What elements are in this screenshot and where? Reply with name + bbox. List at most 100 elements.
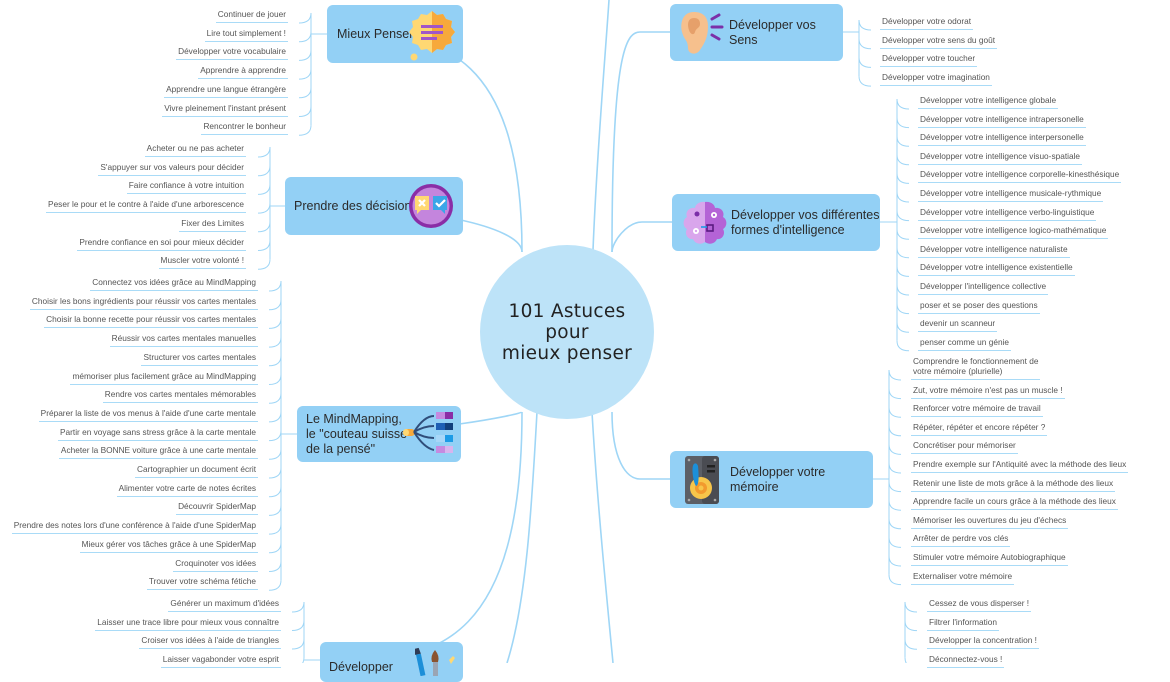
connector-line bbox=[298, 87, 312, 99]
leaf-mieux_penser-item[interactable]: Rencontrer le bonheur bbox=[201, 121, 288, 136]
leaf-intelligence-item[interactable]: Développer votre intelligence visuo-spat… bbox=[918, 151, 1083, 165]
connector-line bbox=[888, 518, 902, 530]
leaf-mindmapping-item[interactable]: Choisir la bonne recette pour réussir vo… bbox=[44, 314, 258, 329]
leaf-decisions-item[interactable]: Fixer des Limites bbox=[179, 218, 246, 232]
leaf-creativite-item[interactable]: Générer un maximum d'idées bbox=[168, 598, 281, 612]
leaf-decisions-item[interactable]: S'appuyer sur vos valeurs pour décider bbox=[98, 162, 246, 176]
leaf-concentration-item[interactable]: Déconnectez-vous ! bbox=[927, 654, 1005, 668]
leaf-memoire-item[interactable]: Stimuler votre mémoire Autobiographique bbox=[911, 552, 1068, 566]
topic-developper-intelligence[interactable]: Développer vos différentes formes d'inte… bbox=[672, 194, 880, 251]
topic-developper-memoire[interactable]: Développer votre mémoire bbox=[670, 451, 873, 508]
leaf-concentration-item[interactable]: Cessez de vous disperser ! bbox=[927, 598, 1032, 612]
leaf-concentration-item[interactable]: Filtrer l'information bbox=[927, 617, 999, 631]
topic-mieux-penser[interactable]: Mieux Penser bbox=[327, 5, 463, 63]
connector-line bbox=[257, 259, 271, 270]
leaf-mindmapping-item[interactable]: Trouver votre schéma fétiche bbox=[146, 576, 258, 591]
leaf-memoire-item[interactable]: Mémoriser les ouvertures du jeu d'échecs bbox=[911, 515, 1069, 529]
connector-line bbox=[896, 210, 910, 222]
connector-line bbox=[896, 284, 910, 296]
connector-line bbox=[268, 280, 282, 292]
leaf-sens-item[interactable]: Développer votre sens du goût bbox=[880, 35, 998, 49]
leaf-intelligence-item[interactable]: Développer votre intelligence verbo-ling… bbox=[918, 207, 1097, 221]
leaf-mindmapping-item[interactable]: Partir en voyage sans stress grâce à la … bbox=[58, 427, 258, 441]
connector-line bbox=[291, 638, 305, 650]
paint-brushes-icon bbox=[415, 647, 455, 676]
leaf-mindmapping-item[interactable]: Découvrir SpiderMap bbox=[176, 501, 258, 516]
leaf-mindmapping-item[interactable]: Prendre des notes lors d'une conférence … bbox=[11, 520, 258, 535]
leaf-sens-item[interactable]: Développer votre imagination bbox=[880, 72, 992, 87]
leaf-sens-item[interactable]: Développer votre odorat bbox=[880, 16, 974, 30]
leaf-creativite-item[interactable]: Laisser une trace libre pour mieux vous … bbox=[95, 617, 281, 631]
leaf-creativite-item[interactable]: Laisser vagabonder votre esprit bbox=[160, 654, 281, 668]
leaf-intelligence-item[interactable]: Développer votre intelligence naturalist… bbox=[918, 244, 1070, 258]
connector-line bbox=[268, 467, 282, 479]
leaf-mindmapping-item[interactable]: Alimenter votre carte de notes écrites bbox=[116, 483, 258, 497]
leaf-memoire-item[interactable]: Apprendre facile un cours grâce à la mét… bbox=[911, 496, 1118, 511]
connector-line bbox=[268, 542, 282, 554]
leaf-intelligence-item[interactable]: Développer l'intelligence collective bbox=[918, 281, 1049, 295]
leaf-intelligence-item[interactable]: devenir un scanneur bbox=[918, 318, 998, 333]
leaf-sens-item[interactable]: Développer votre toucher bbox=[880, 53, 978, 68]
leaf-intelligence-item[interactable]: Développer votre intelligence musicale-r… bbox=[918, 188, 1104, 202]
mindmap-canvas: 101 Astuces pour mieux penser Mieux Pens… bbox=[11, 0, 1129, 682]
leaf-memoire-item[interactable]: Retenir une liste de mots grâce à la mét… bbox=[911, 478, 1116, 492]
hard-drive-icon bbox=[685, 456, 719, 504]
thought-bubble-icon bbox=[409, 11, 455, 61]
leaf-mindmapping-item[interactable]: Croquinoter vos idées bbox=[173, 558, 258, 572]
connector-line bbox=[298, 69, 312, 80]
leaf-memoire-item[interactable]: Zut, votre mémoire n'est pas un muscle ! bbox=[911, 385, 1065, 399]
leaf-mieux_penser-item[interactable]: Développer votre vocabulaire bbox=[176, 46, 288, 61]
leaf-intelligence-item[interactable]: Développer votre intelligence logico-mat… bbox=[918, 225, 1109, 240]
connector-line bbox=[888, 537, 902, 548]
leaf-concentration-item[interactable]: Développer la concentration ! bbox=[927, 635, 1039, 650]
topic-label: Développer vos différentes formes d'inte… bbox=[731, 207, 880, 237]
leaf-mieux_penser-item[interactable]: Lire tout simplement ! bbox=[204, 28, 288, 42]
leaf-mindmapping-item[interactable]: Structurer vos cartes mentales bbox=[141, 352, 258, 366]
leaf-memoire-item[interactable]: Arrêter de perdre vos clés bbox=[911, 533, 1011, 548]
topic-label: Développer bbox=[329, 660, 393, 674]
leaf-mieux_penser-item[interactable]: Apprendre à apprendre bbox=[198, 65, 288, 80]
connector-line bbox=[592, 0, 610, 251]
leaf-mindmapping-item[interactable]: Réussir vos cartes mentales manuelles bbox=[109, 333, 258, 348]
leaf-mindmapping-item[interactable]: Choisir les bons ingrédients pour réussi… bbox=[29, 296, 258, 310]
leaf-creativite-item[interactable]: Croiser vos idées à l'aide de triangles bbox=[139, 635, 281, 649]
connector-line bbox=[302, 657, 305, 663]
leaf-mindmapping-item[interactable]: Cartographier un document écrit bbox=[135, 464, 258, 478]
leaf-mindmapping-item[interactable]: mémoriser plus facilement grâce au MindM… bbox=[70, 371, 258, 385]
topic-developper-creativite[interactable]: Développer bbox=[320, 642, 463, 682]
leaf-decisions-item[interactable]: Faire confiance à votre intuition bbox=[126, 180, 246, 195]
leaf-memoire-item[interactable]: Renforcer votre mémoire de travail bbox=[911, 403, 1043, 418]
topic-mindmapping[interactable]: Le MindMapping, le "couteau suisse de la… bbox=[297, 406, 461, 462]
central-topic[interactable]: 101 Astuces pour mieux penser bbox=[480, 245, 654, 419]
connector-line bbox=[268, 355, 282, 367]
leaf-memoire-item[interactable]: Répéter, répéter et encore répéter ? bbox=[911, 422, 1048, 436]
leaf-intelligence-item[interactable]: Développer votre intelligence intraperso… bbox=[918, 114, 1086, 128]
leaf-decisions-item[interactable]: Prendre confiance en soi pour mieux déci… bbox=[77, 237, 246, 251]
connector-line bbox=[257, 165, 271, 177]
leaf-mieux_penser-item[interactable]: Apprendre une langue étrangère bbox=[164, 84, 288, 98]
leaf-mieux_penser-item[interactable]: Vivre pleinement l'instant présent bbox=[162, 103, 288, 117]
leaf-mindmapping-item[interactable]: Acheter la BONNE voiture grâce à une car… bbox=[58, 445, 258, 460]
connector-line bbox=[268, 430, 282, 442]
leaf-intelligence-item[interactable]: Développer votre intelligence existentie… bbox=[918, 262, 1075, 277]
leaf-memoire-item[interactable]: Externaliser votre mémoire bbox=[911, 571, 1015, 585]
leaf-intelligence-item[interactable]: penser comme un génie bbox=[918, 337, 1012, 351]
leaf-mindmapping-item[interactable]: Rendre vos cartes mentales mémorables bbox=[102, 389, 258, 404]
topic-prendre-decisions[interactable]: Prendre des décisions bbox=[285, 177, 463, 235]
leaf-decisions-item[interactable]: Muscler votre volonté ! bbox=[158, 255, 246, 270]
topic-developper-sens[interactable]: Développer vos Sens bbox=[670, 4, 843, 61]
leaf-memoire-item[interactable]: Prendre exemple sur l'Antiquité avec la … bbox=[911, 459, 1129, 473]
leaf-decisions-item[interactable]: Peser le pour et le contre à l'aide d'un… bbox=[46, 199, 246, 214]
leaf-intelligence-item[interactable]: Développer votre intelligence globale bbox=[918, 95, 1059, 109]
leaf-memoire-item[interactable]: Concrétiser pour mémoriser bbox=[911, 440, 1018, 455]
leaf-intelligence-item[interactable]: poser et se poser des questions bbox=[918, 300, 1040, 314]
leaf-intelligence-item[interactable]: Développer votre intelligence interperso… bbox=[918, 132, 1086, 147]
leaf-memoire-item[interactable]: Comprendre le fonctionnement de votre mé… bbox=[911, 356, 1041, 380]
leaf-decisions-item[interactable]: Acheter ou ne pas acheter bbox=[144, 143, 246, 157]
leaf-intelligence-item[interactable]: Développer votre intelligence corporelle… bbox=[918, 169, 1122, 184]
leaf-mieux_penser-item[interactable]: Continuer de jouer bbox=[215, 9, 288, 23]
leaf-mindmapping-item[interactable]: Connectez vos idées grâce au MindMapping bbox=[90, 277, 258, 291]
leaf-mindmapping-item[interactable]: Mieux gérer vos tâches grâce à une Spide… bbox=[79, 539, 258, 553]
central-topic-title: 101 Astuces pour mieux penser bbox=[501, 300, 633, 364]
leaf-mindmapping-item[interactable]: Préparer la liste de vos menus à l'aide … bbox=[38, 408, 258, 422]
